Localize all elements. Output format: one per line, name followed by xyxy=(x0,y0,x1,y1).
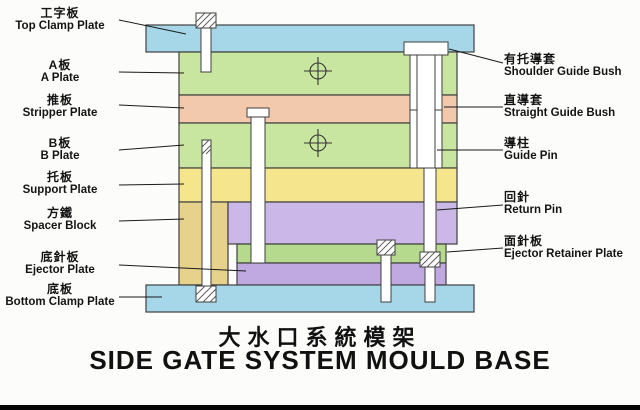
bottom-border xyxy=(0,405,640,410)
ejector-screw-right-head xyxy=(419,251,441,268)
label-zh: B板 xyxy=(48,136,72,150)
ejector-screw-right-shaft xyxy=(424,266,436,303)
label-straight-guide-bush: 直導套 Straight Guide Bush xyxy=(504,94,640,120)
leader-line xyxy=(448,48,504,64)
label-zh: 回針 xyxy=(504,190,531,204)
label-zh: 底針板 xyxy=(40,250,80,264)
shoulder-guide-bush-flange xyxy=(403,41,449,56)
label-spacer-block: 方鐵 Spacer Block xyxy=(2,207,118,233)
label-en: Shoulder Guide Bush xyxy=(504,66,622,78)
label-zh: 方鐵 xyxy=(46,206,73,220)
ejector-screw-mid-shaft xyxy=(380,254,392,303)
return-pin-right xyxy=(423,167,437,253)
label-en: Bottom Clamp Plate xyxy=(5,296,115,308)
label-en: Ejector Retainer Plate xyxy=(504,248,623,260)
label-b-plate: B板 B Plate xyxy=(2,137,118,163)
label-en: Spacer Block xyxy=(23,220,97,232)
label-en: Straight Guide Bush xyxy=(504,107,616,119)
ejector-plate xyxy=(236,262,447,286)
leader-lines xyxy=(118,19,504,298)
leader-line xyxy=(118,183,185,186)
return-pin-center xyxy=(250,116,266,264)
support-plate xyxy=(178,167,458,203)
title-english: SIDE GATE SYSTEM MOULD BASE xyxy=(89,345,551,375)
leader-line xyxy=(446,247,504,253)
label-ejector-retainer-plate: 面針板 Ejector Retainer Plate xyxy=(504,235,640,261)
title-chinese: 大水口系統模架 xyxy=(218,325,422,350)
label-stripper-plate: 推板 Stripper Plate xyxy=(2,94,118,120)
label-zh: 導柱 xyxy=(504,136,531,150)
leader-line xyxy=(118,71,185,74)
label-top-clamp-plate: 工字板 Top Clamp Plate xyxy=(2,7,118,33)
label-zh: 托板 xyxy=(46,170,73,184)
guide-pin-shaft xyxy=(416,54,436,169)
label-zh: 面針板 xyxy=(504,234,544,248)
hatch-lines xyxy=(195,12,441,303)
label-zh: 直導套 xyxy=(504,93,544,107)
label-a-plate: A板 A Plate xyxy=(2,59,118,85)
label-zh: 底板 xyxy=(46,282,73,296)
leader-line xyxy=(118,218,185,222)
label-guide-pin: 導柱 Guide Pin xyxy=(504,137,640,163)
leader-line xyxy=(118,144,185,151)
support-screw-shaft xyxy=(201,139,212,289)
leader-line xyxy=(118,264,247,272)
label-ejector-plate: 底針板 Ejector Plate xyxy=(2,251,118,277)
leader-line xyxy=(436,204,504,211)
label-en: Return Pin xyxy=(504,204,563,216)
cap-screw-head xyxy=(195,12,217,29)
ejector-retainer-plate xyxy=(236,243,447,264)
leader-line xyxy=(118,19,187,35)
label-en: A Plate xyxy=(40,72,80,84)
label-zh: 推板 xyxy=(46,93,73,107)
leader-line xyxy=(118,104,185,109)
label-en: Guide Pin xyxy=(504,150,558,162)
label-zh: 工字板 xyxy=(40,6,80,20)
label-en: B Plate xyxy=(40,150,80,162)
label-zh: 有托導套 xyxy=(504,52,557,66)
label-bottom-clamp-plate: 底板 Bottom Clamp Plate xyxy=(2,283,118,309)
return-pin-center-cap xyxy=(246,107,270,118)
label-en: Stripper Plate xyxy=(22,107,98,119)
label-shoulder-guide-bush: 有托導套 Shoulder Guide Bush xyxy=(504,53,640,79)
label-zh: A板 xyxy=(48,58,72,72)
cap-screw-shaft xyxy=(200,27,212,73)
label-en: Ejector Plate xyxy=(25,264,95,276)
label-en: Top Clamp Plate xyxy=(15,20,105,32)
label-support-plate: 托板 Support Plate xyxy=(2,171,118,197)
label-return-pin: 回針 Return Pin xyxy=(504,191,640,217)
label-en: Support Plate xyxy=(22,184,98,196)
